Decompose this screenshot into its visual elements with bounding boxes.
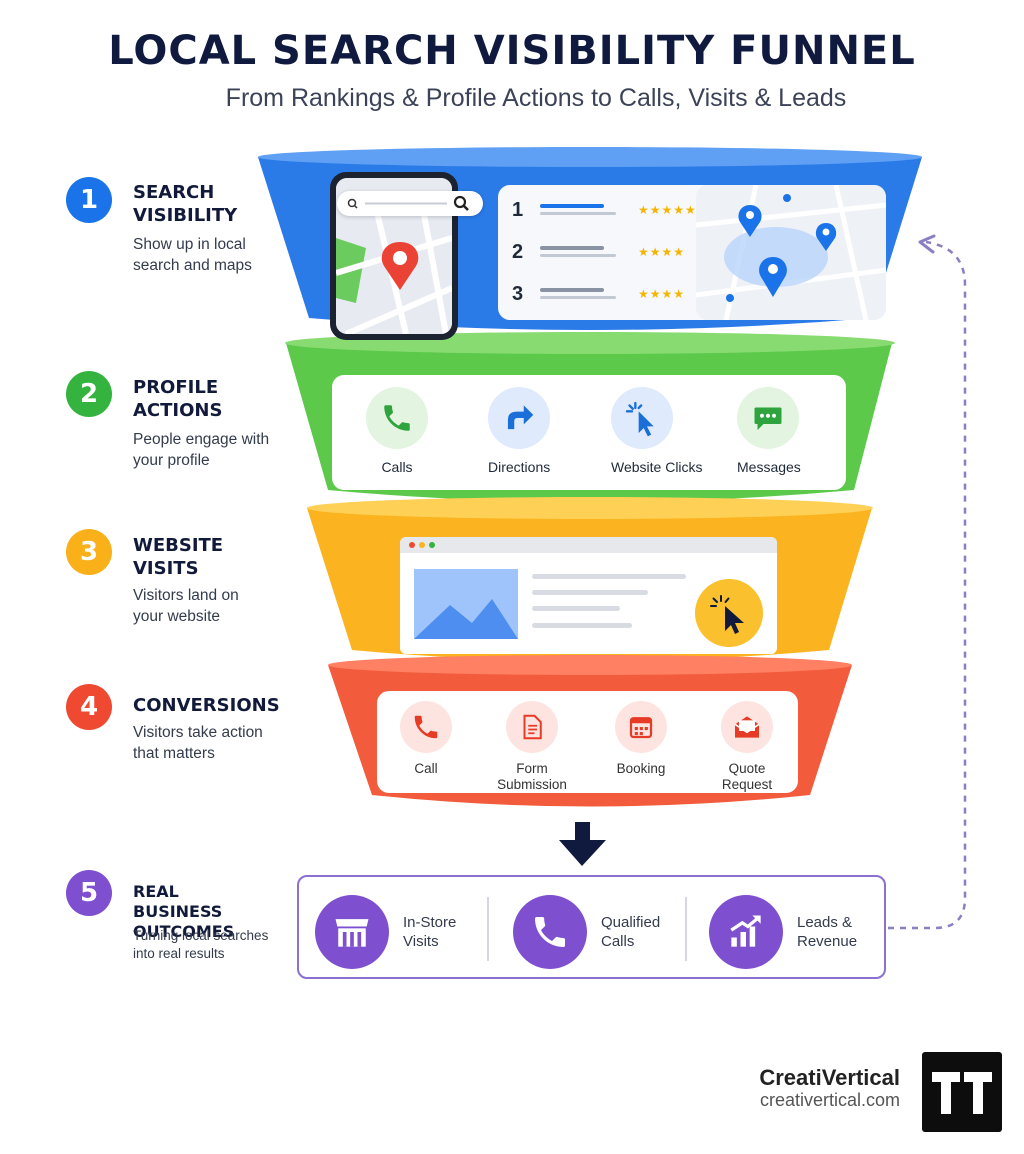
click-cursor-icon[interactable] (695, 579, 763, 647)
funnel-band-1-rim (258, 147, 922, 167)
conversion-quote-request[interactable]: Quote Request (717, 701, 777, 793)
feedback-loop-arrow-icon (888, 234, 967, 930)
page-subtitle: From Rankings & Profile Actions to Calls… (225, 84, 847, 112)
step-description: Visitors land on your website (133, 587, 239, 625)
rating-stars-icon: ★★★★ (638, 287, 686, 301)
step-number-badge: 2 (66, 371, 112, 417)
rating-stars-icon: ★★★★★ (638, 203, 697, 217)
action-messages[interactable]: Messages (737, 387, 801, 475)
growth-chart-icon (709, 895, 783, 969)
step-number-badge: 3 (66, 529, 112, 575)
conversion-label: Booking (616, 761, 666, 776)
phone-icon (513, 895, 587, 969)
map-pin-icon (815, 223, 837, 251)
conversion-form-submission[interactable]: Form Submission (497, 701, 567, 793)
brand-name: CreatiVertical (759, 1065, 900, 1090)
outcome-qualified-calls[interactable]: Qualified Calls (513, 895, 681, 969)
step-description: Visitors take action that matters (133, 724, 263, 762)
step-description: People engage with your profile (133, 431, 270, 469)
directions-arrow-icon (488, 387, 550, 449)
search-icon-small (347, 198, 358, 209)
document-icon (506, 701, 558, 753)
brand-logo-icon (922, 1052, 1002, 1132)
profile-actions-panel: Calls Directions Website Clicks Messages (332, 375, 846, 490)
phone-icon (400, 701, 452, 753)
action-website-clicks[interactable]: Website Clicks (611, 387, 703, 475)
map-pin-icon (738, 205, 762, 237)
search-icon (453, 195, 469, 211)
envelope-icon (721, 701, 773, 753)
action-label: Calls (381, 459, 413, 475)
conversion-label: Quote Request (721, 761, 773, 792)
website-browser-mockup (400, 537, 777, 654)
calendar-icon (615, 701, 667, 753)
storefront-icon (315, 895, 389, 969)
outcomes-panel: In-Store Visits Qualified Calls Leads & … (297, 875, 886, 979)
step-description: Turning local searches into real results (133, 928, 269, 961)
rank-number: 1 (512, 198, 524, 221)
conversions-panel: Call Form Submission Booking Quote Reque… (377, 691, 798, 793)
cursor-click-icon (611, 387, 673, 449)
rating-stars-icon: ★★★★ (638, 245, 686, 259)
action-label: Directions (488, 459, 551, 475)
action-directions[interactable]: Directions (488, 387, 550, 475)
action-label: Website Clicks (611, 459, 703, 475)
outcome-leads-revenue[interactable]: Leads & Revenue (709, 895, 877, 969)
map-pin-icon (381, 242, 419, 290)
image-placeholder-icon (414, 569, 518, 639)
rank-number: 2 (512, 240, 524, 263)
funnel-band-3-rim (307, 497, 873, 519)
step-number-badge: 4 (66, 684, 112, 730)
step-description: Show up in local search and maps (133, 236, 252, 274)
conversion-label: Form Submission (497, 761, 567, 792)
conversion-call[interactable]: Call (400, 701, 452, 777)
ranking-lines (540, 246, 616, 257)
ranking-row[interactable]: 2 ★★★★ (512, 233, 685, 271)
rankings-panel: 1 ★★★★★ 2 ★★★★ 3 ★★★★ (498, 185, 886, 320)
outcome-label: Leads & Revenue (797, 914, 858, 950)
divider (487, 897, 489, 961)
brand-url[interactable]: creativertical.com (759, 1090, 900, 1110)
conversion-label: Call (414, 761, 438, 776)
funnel-band-4-rim (328, 655, 852, 675)
conversion-booking[interactable]: Booking (615, 701, 667, 777)
step-title: WEBSITE VISITS (133, 535, 224, 579)
phone-icon (366, 387, 428, 449)
local-map (696, 185, 886, 320)
divider (685, 897, 687, 961)
map-pin-icon (759, 257, 787, 297)
ranking-row[interactable]: 1 ★★★★★ (512, 191, 697, 229)
step-number-badge: 1 (66, 177, 112, 223)
search-bar[interactable] (337, 191, 483, 216)
step-title: PROFILE ACTIONS (133, 377, 223, 421)
outcome-label: In-Store Visits (403, 914, 457, 950)
ranking-row[interactable]: 3 ★★★★ (512, 275, 685, 313)
browser-window-dots (409, 542, 435, 548)
down-arrow-icon (559, 822, 606, 866)
ranking-lines (540, 288, 616, 299)
ranking-lines (540, 204, 616, 215)
step-number-badge: 5 (66, 870, 112, 916)
action-calls[interactable]: Calls (366, 387, 428, 475)
step-title: CONVERSIONS (133, 695, 280, 716)
text-lines (532, 574, 686, 628)
rank-number: 3 (512, 282, 524, 305)
step-title: SEARCH VISIBILITY (133, 182, 238, 226)
chat-bubble-icon (737, 387, 799, 449)
outcome-label: Qualified Calls (601, 914, 661, 950)
step-title: REAL BUSINESS OUTCOMES (133, 882, 235, 941)
outcome-in-store-visits[interactable]: In-Store Visits (315, 895, 483, 969)
action-label: Messages (737, 459, 801, 475)
page-title: LOCAL SEARCH VISIBILITY FUNNEL (108, 28, 916, 74)
